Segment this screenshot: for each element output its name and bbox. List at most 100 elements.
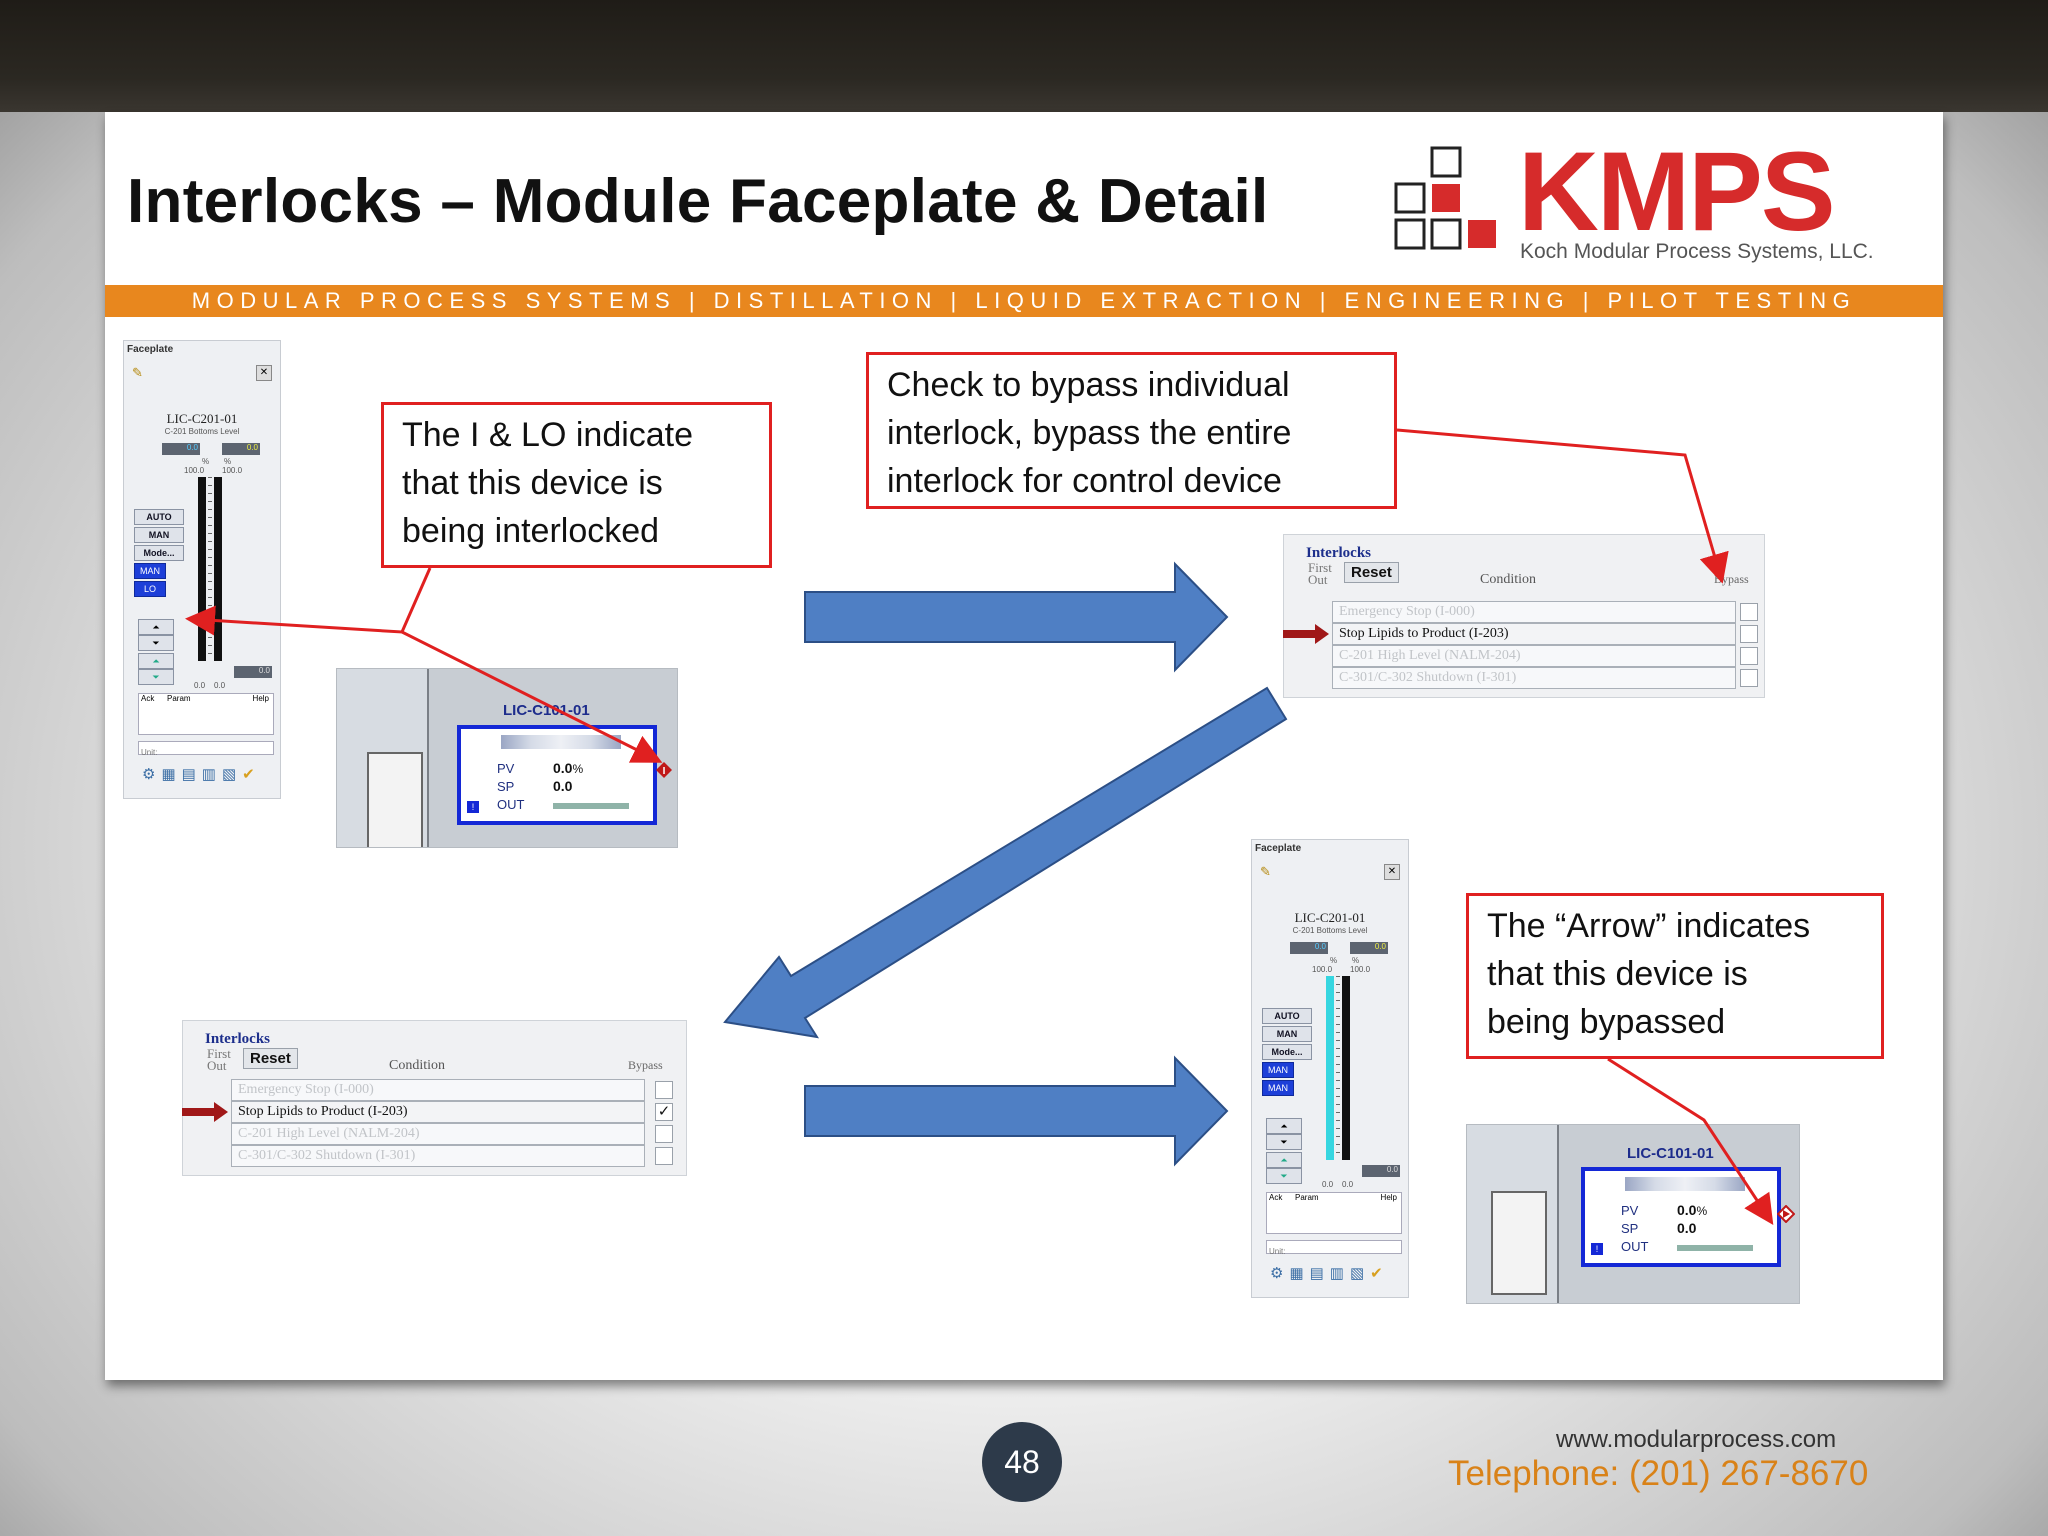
svg-text:I: I bbox=[663, 766, 666, 777]
bypass-checkbox[interactable] bbox=[655, 1147, 673, 1165]
callout-line: interlock for control device bbox=[887, 462, 1282, 500]
faceplate-tag: LIC-C201-01 bbox=[1294, 910, 1366, 925]
callout-line: The “Arrow” indicates bbox=[1487, 907, 1811, 945]
mode-button[interactable]: Mode... bbox=[134, 545, 184, 561]
bypass-indicator-icon bbox=[1777, 1205, 1795, 1223]
close-icon[interactable]: ✕ bbox=[1384, 864, 1400, 880]
fast-down-button[interactable]: ⏷ bbox=[138, 669, 174, 685]
unit-label: Unit: bbox=[1269, 1247, 1286, 1256]
gauge-panel-bypassed: LIC-C101-01 PV SP OUT 0.0% 0.0 ! bbox=[1466, 1124, 1800, 1304]
ack-tab[interactable]: Ack bbox=[1269, 1193, 1283, 1202]
fast-down-button[interactable]: ⏷ bbox=[1266, 1168, 1302, 1184]
pv-value: 0.0% bbox=[553, 760, 584, 776]
callout-interlocked: The I & LO indicate that this device is … bbox=[381, 402, 772, 568]
faceplate-title: Faceplate bbox=[127, 344, 174, 355]
man-button[interactable]: MAN bbox=[134, 527, 184, 543]
interlock-row: C-301/C-302 Shutdown (I-301) bbox=[231, 1145, 645, 1167]
bottom-scale: 0.0 0.0 bbox=[1322, 1180, 1354, 1189]
callout-bypassed: The “Arrow” indicates that this device i… bbox=[1466, 893, 1884, 1059]
info-icon: ! bbox=[467, 801, 479, 813]
interlocks-panel-top: Interlocks First Out Reset Condition Byp… bbox=[1283, 534, 1765, 698]
sp-label: SP bbox=[497, 779, 515, 794]
help-tab[interactable]: Help bbox=[252, 694, 269, 703]
toolbar-icons[interactable]: ⚙▦▤▥▧✔ bbox=[142, 766, 261, 783]
bottom-scale: 0.0 0.0 bbox=[194, 681, 226, 690]
gauge-box[interactable]: PV SP OUT 0.0% 0.0 ! bbox=[1581, 1167, 1781, 1267]
out-bar bbox=[1677, 1245, 1753, 1251]
bypass-checkbox[interactable] bbox=[1740, 647, 1758, 665]
gauge-panel-interlocked: LIC-C101-01 PV SP OUT 0.0% 0.0 ! I bbox=[336, 668, 678, 848]
mode-button[interactable]: Mode... bbox=[1262, 1044, 1312, 1060]
scale-ticks bbox=[208, 477, 212, 661]
reset-button[interactable]: Reset bbox=[1344, 562, 1399, 583]
unit-field: Unit: bbox=[1266, 1240, 1402, 1256]
faceplate-description: C-201 Bottoms Level bbox=[1292, 926, 1368, 935]
param-tab[interactable]: Param bbox=[167, 694, 191, 703]
level-bar-sp bbox=[1342, 976, 1350, 1160]
slide: Interlocks – Module Faceplate & Detail K… bbox=[105, 112, 1943, 1380]
gauge-bar bbox=[1625, 1177, 1745, 1191]
page-number: 48 bbox=[982, 1422, 1062, 1502]
fast-up-button[interactable]: ⏶ bbox=[1266, 1152, 1302, 1168]
interlock-row: Emergency Stop (I-000) bbox=[1332, 601, 1736, 623]
step-up-button[interactable]: ⏶ bbox=[1266, 1118, 1302, 1134]
level-bar-pv bbox=[198, 477, 206, 661]
help-tab[interactable]: Help bbox=[1380, 1193, 1397, 1202]
bypass-checkbox[interactable] bbox=[1740, 625, 1758, 643]
scale-ticks bbox=[1336, 976, 1340, 1160]
flow-arrow-diagonal-icon bbox=[723, 686, 1288, 1039]
step-down-button[interactable]: ⏷ bbox=[1266, 1134, 1302, 1150]
param-tab[interactable]: Param bbox=[1295, 1193, 1319, 1202]
man-button[interactable]: MAN bbox=[1262, 1026, 1312, 1042]
interlock-row: Stop Lipids to Product (I-203) bbox=[231, 1101, 645, 1123]
bypass-checkbox-checked[interactable]: ✓ bbox=[655, 1103, 673, 1121]
step-down-button[interactable]: ⏷ bbox=[138, 635, 174, 651]
out-bar bbox=[553, 803, 629, 809]
toolbar-icons[interactable]: ⚙▦▤▥▧✔ bbox=[1270, 1265, 1389, 1282]
condition-header: Condition bbox=[1480, 572, 1537, 587]
edit-icon[interactable]: ✎ bbox=[1260, 864, 1271, 879]
unit-label: Unit: bbox=[141, 748, 158, 757]
interlock-row: Emergency Stop (I-000) bbox=[231, 1079, 645, 1101]
bypass-checkbox[interactable] bbox=[655, 1081, 673, 1099]
sp-value-box: 0.0 bbox=[222, 443, 260, 455]
sp-label: SP bbox=[1621, 1221, 1639, 1236]
interlock-row: C-201 High Level (NALM-204) bbox=[1332, 645, 1736, 667]
pv-value-box: 0.0 bbox=[162, 443, 200, 455]
auto-button[interactable]: AUTO bbox=[1262, 1008, 1312, 1024]
sp-value: 0.0 bbox=[553, 778, 573, 794]
callout-line: The I & LO indicate bbox=[402, 416, 694, 454]
unit-left: % bbox=[202, 457, 210, 466]
sp-value-box: 0.0 bbox=[1350, 942, 1388, 954]
interlocks-title: Interlocks bbox=[205, 1031, 270, 1047]
edit-icon[interactable]: ✎ bbox=[132, 365, 143, 380]
out-value-box: 0.0 bbox=[1362, 1165, 1400, 1177]
callout-line: Check to bypass individual bbox=[887, 366, 1290, 404]
footer-telephone: Telephone: (201) 267-8670 bbox=[1448, 1454, 1869, 1493]
bypass-checkbox[interactable] bbox=[1740, 603, 1758, 621]
flow-arrow-right-icon bbox=[804, 561, 1229, 673]
fast-up-button[interactable]: ⏶ bbox=[138, 653, 174, 669]
first-out-label: First Out bbox=[207, 1046, 231, 1073]
unit-right: % bbox=[1352, 956, 1360, 965]
interlocks-title: Interlocks bbox=[1306, 545, 1371, 561]
unit-right: % bbox=[224, 457, 232, 466]
callout-line: that this device is bbox=[402, 464, 663, 502]
interlock-row: Stop Lipids to Product (I-203) bbox=[1332, 623, 1736, 645]
slide-title: Interlocks – Module Faceplate & Detail bbox=[127, 167, 1269, 236]
ack-tab[interactable]: Ack bbox=[141, 694, 155, 703]
bypass-checkbox[interactable] bbox=[655, 1125, 673, 1143]
reset-button[interactable]: Reset bbox=[243, 1048, 298, 1069]
bypass-checkbox[interactable] bbox=[1740, 669, 1758, 687]
tagline-bar: MODULAR PROCESS SYSTEMS | DISTILLATION |… bbox=[105, 285, 1943, 317]
close-icon[interactable]: ✕ bbox=[256, 365, 272, 381]
scale-right: 100.0 bbox=[222, 466, 243, 475]
footer-url[interactable]: www.modularprocess.com bbox=[1556, 1426, 1837, 1453]
step-up-button[interactable]: ⏶ bbox=[138, 619, 174, 635]
auto-button[interactable]: AUTO bbox=[134, 509, 184, 525]
pv-label: PV bbox=[1621, 1203, 1639, 1218]
gauge-box[interactable]: PV SP OUT 0.0% 0.0 ! bbox=[457, 725, 657, 825]
scale-right: 100.0 bbox=[1350, 965, 1371, 974]
gauge-door-icon bbox=[1491, 1191, 1547, 1295]
top-band bbox=[0, 0, 2048, 112]
